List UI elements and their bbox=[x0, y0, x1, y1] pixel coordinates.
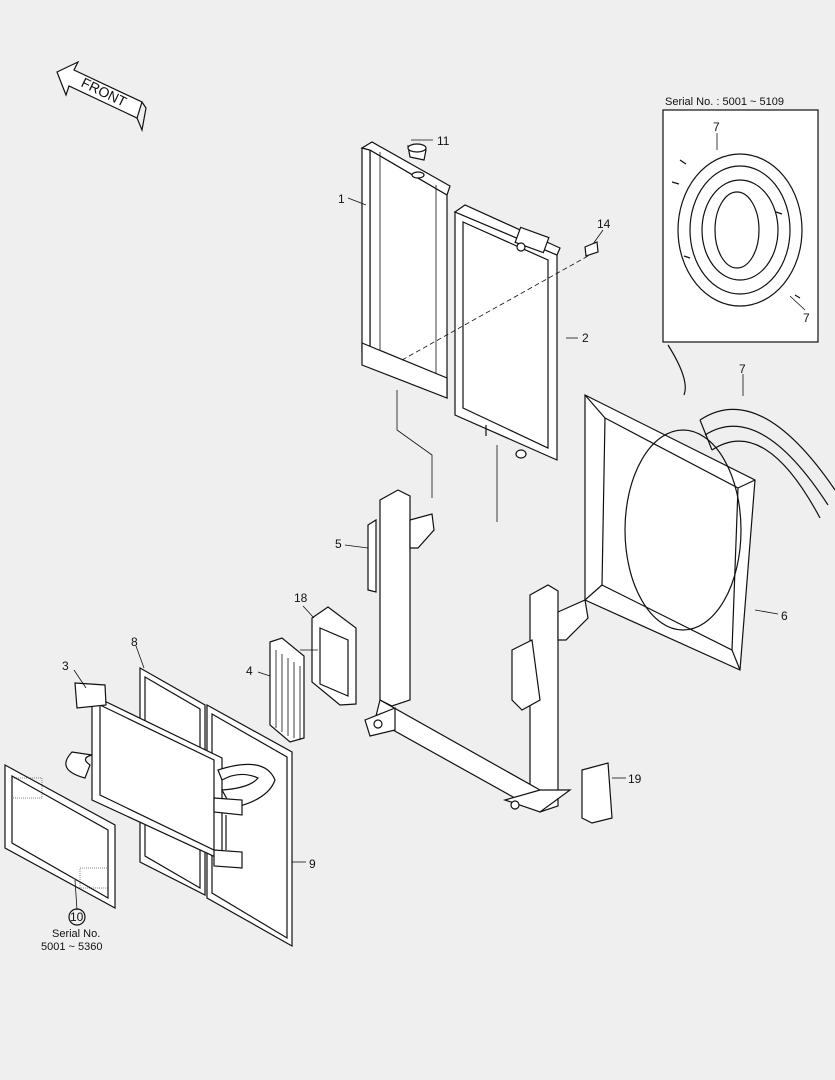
part-18-mounting-frame bbox=[311, 606, 357, 706]
front-direction-arrow: FRONT bbox=[56, 60, 147, 133]
callout-11: 11 bbox=[437, 134, 450, 148]
callout-5: 5 bbox=[335, 537, 342, 551]
part-1-radiator bbox=[360, 141, 451, 400]
part10-serial-line1: Serial No. bbox=[52, 928, 100, 940]
leader-lines bbox=[73, 133, 806, 911]
front-arrow-label: FRONT bbox=[79, 74, 130, 110]
callout-19: 19 bbox=[628, 772, 642, 786]
callout-18: 18 bbox=[294, 591, 308, 605]
callout-1: 1 bbox=[338, 192, 345, 206]
part-7-fan-guard bbox=[667, 344, 835, 519]
part-6-fan-shroud bbox=[584, 394, 756, 671]
part-2-radiator-frame bbox=[453, 204, 561, 461]
part-4-oil-cooler bbox=[269, 637, 305, 743]
part-14-bolt bbox=[584, 241, 599, 257]
callout-4: 4 bbox=[246, 664, 253, 678]
callout-9: 9 bbox=[309, 857, 316, 871]
callout-10-group: 10 Serial No. 5001 ~ 5360 bbox=[41, 908, 102, 953]
callout-6: 6 bbox=[781, 609, 788, 623]
part-3-intercooler bbox=[65, 682, 276, 869]
part10-serial-line2: 5001 ~ 5360 bbox=[41, 941, 102, 953]
callout-10: 10 bbox=[70, 910, 84, 924]
callout-7-main: 7 bbox=[739, 362, 746, 376]
part-19-cover bbox=[511, 639, 613, 824]
radiator-support-stand bbox=[364, 489, 589, 813]
callout-3: 3 bbox=[62, 659, 69, 673]
callout-14: 14 bbox=[597, 217, 611, 231]
callout-7-inset-top: 7 bbox=[713, 120, 720, 134]
callout-7-inset-bottom: 7 bbox=[803, 311, 810, 325]
callout-8: 8 bbox=[131, 635, 138, 649]
inset-serial-label: Serial No. : 5001 ~ 5109 bbox=[665, 96, 784, 108]
inset-fan-guard bbox=[662, 109, 819, 343]
part-10-screen bbox=[4, 763, 116, 910]
callout-2: 2 bbox=[582, 331, 589, 345]
part-5-bracket bbox=[367, 518, 377, 593]
